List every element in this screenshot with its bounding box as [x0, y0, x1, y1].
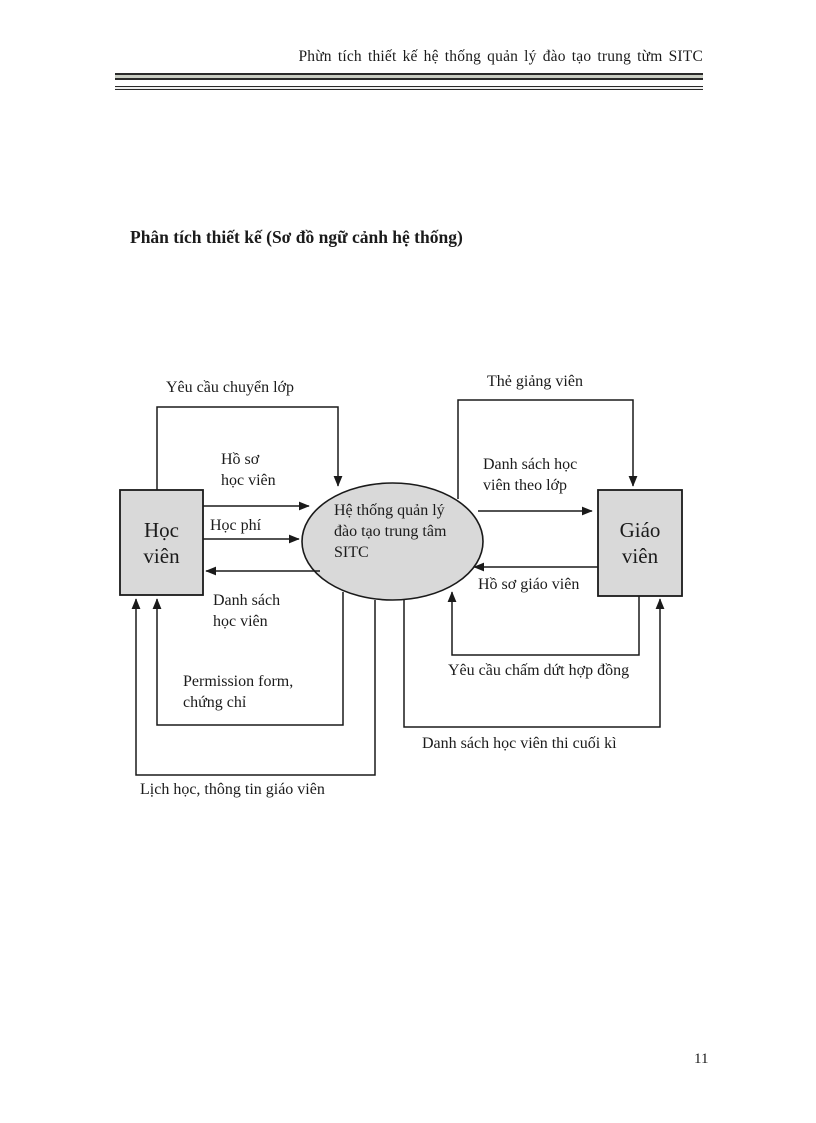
flow-label-tuition: Học phí	[210, 517, 262, 534]
teacher-entity-box	[597, 489, 683, 597]
flow-arrow-contract-termination	[447, 591, 640, 656]
flow-label-lecturer-record: Hồ sơ giáo viên	[478, 576, 580, 593]
header-rule-thin	[115, 86, 703, 90]
flow-label-permission-form: Permission form, chứng chỉ	[183, 673, 294, 711]
student-entity-label: Học viên	[143, 517, 180, 568]
section-title: Phân tích thiết kế (Sơ đồ ngữ cảnh hệ th…	[130, 227, 463, 247]
header-title: Phừn tích thiết kế hệ thống quản lý đào …	[298, 48, 703, 65]
flow-arrow-lecturer-card	[457, 399, 638, 499]
student-entity-box	[119, 489, 204, 596]
flow-label-contract-termination: Yêu cầu chấm dứt hợp đồng	[448, 662, 630, 679]
header-rule-thick	[115, 73, 703, 80]
flow-arrow-schedule-info	[131, 598, 376, 776]
flow-label-final-exam-list: Danh sách học viên thi cuối kì	[422, 735, 617, 752]
flow-arrow-transfer-request	[156, 406, 343, 490]
teacher-entity-label: Giáo viên	[619, 518, 661, 568]
flow-label-schedule-info: Lịch học, thông tin giáo viên	[140, 781, 325, 798]
flow-arrow-permission-form	[152, 592, 344, 726]
flow-label-student-record: Hồ sơ học viên	[221, 451, 276, 489]
flow-arrow-final-exam-list	[403, 598, 665, 728]
system-process-label: Hệ thống quản lý đào tạo trung tâm SITC	[334, 502, 447, 561]
page-number: 11	[694, 1051, 709, 1067]
system-process-ellipse	[301, 482, 484, 601]
flow-label-lecturer-card: Thẻ giảng viên	[487, 373, 583, 390]
flow-label-transfer-request: Yêu cầu chuyển lớp	[166, 379, 294, 396]
flow-label-class-roster: Danh sách học viên theo lớp	[483, 456, 578, 494]
flow-label-student-list: Danh sách học viên	[213, 592, 281, 630]
